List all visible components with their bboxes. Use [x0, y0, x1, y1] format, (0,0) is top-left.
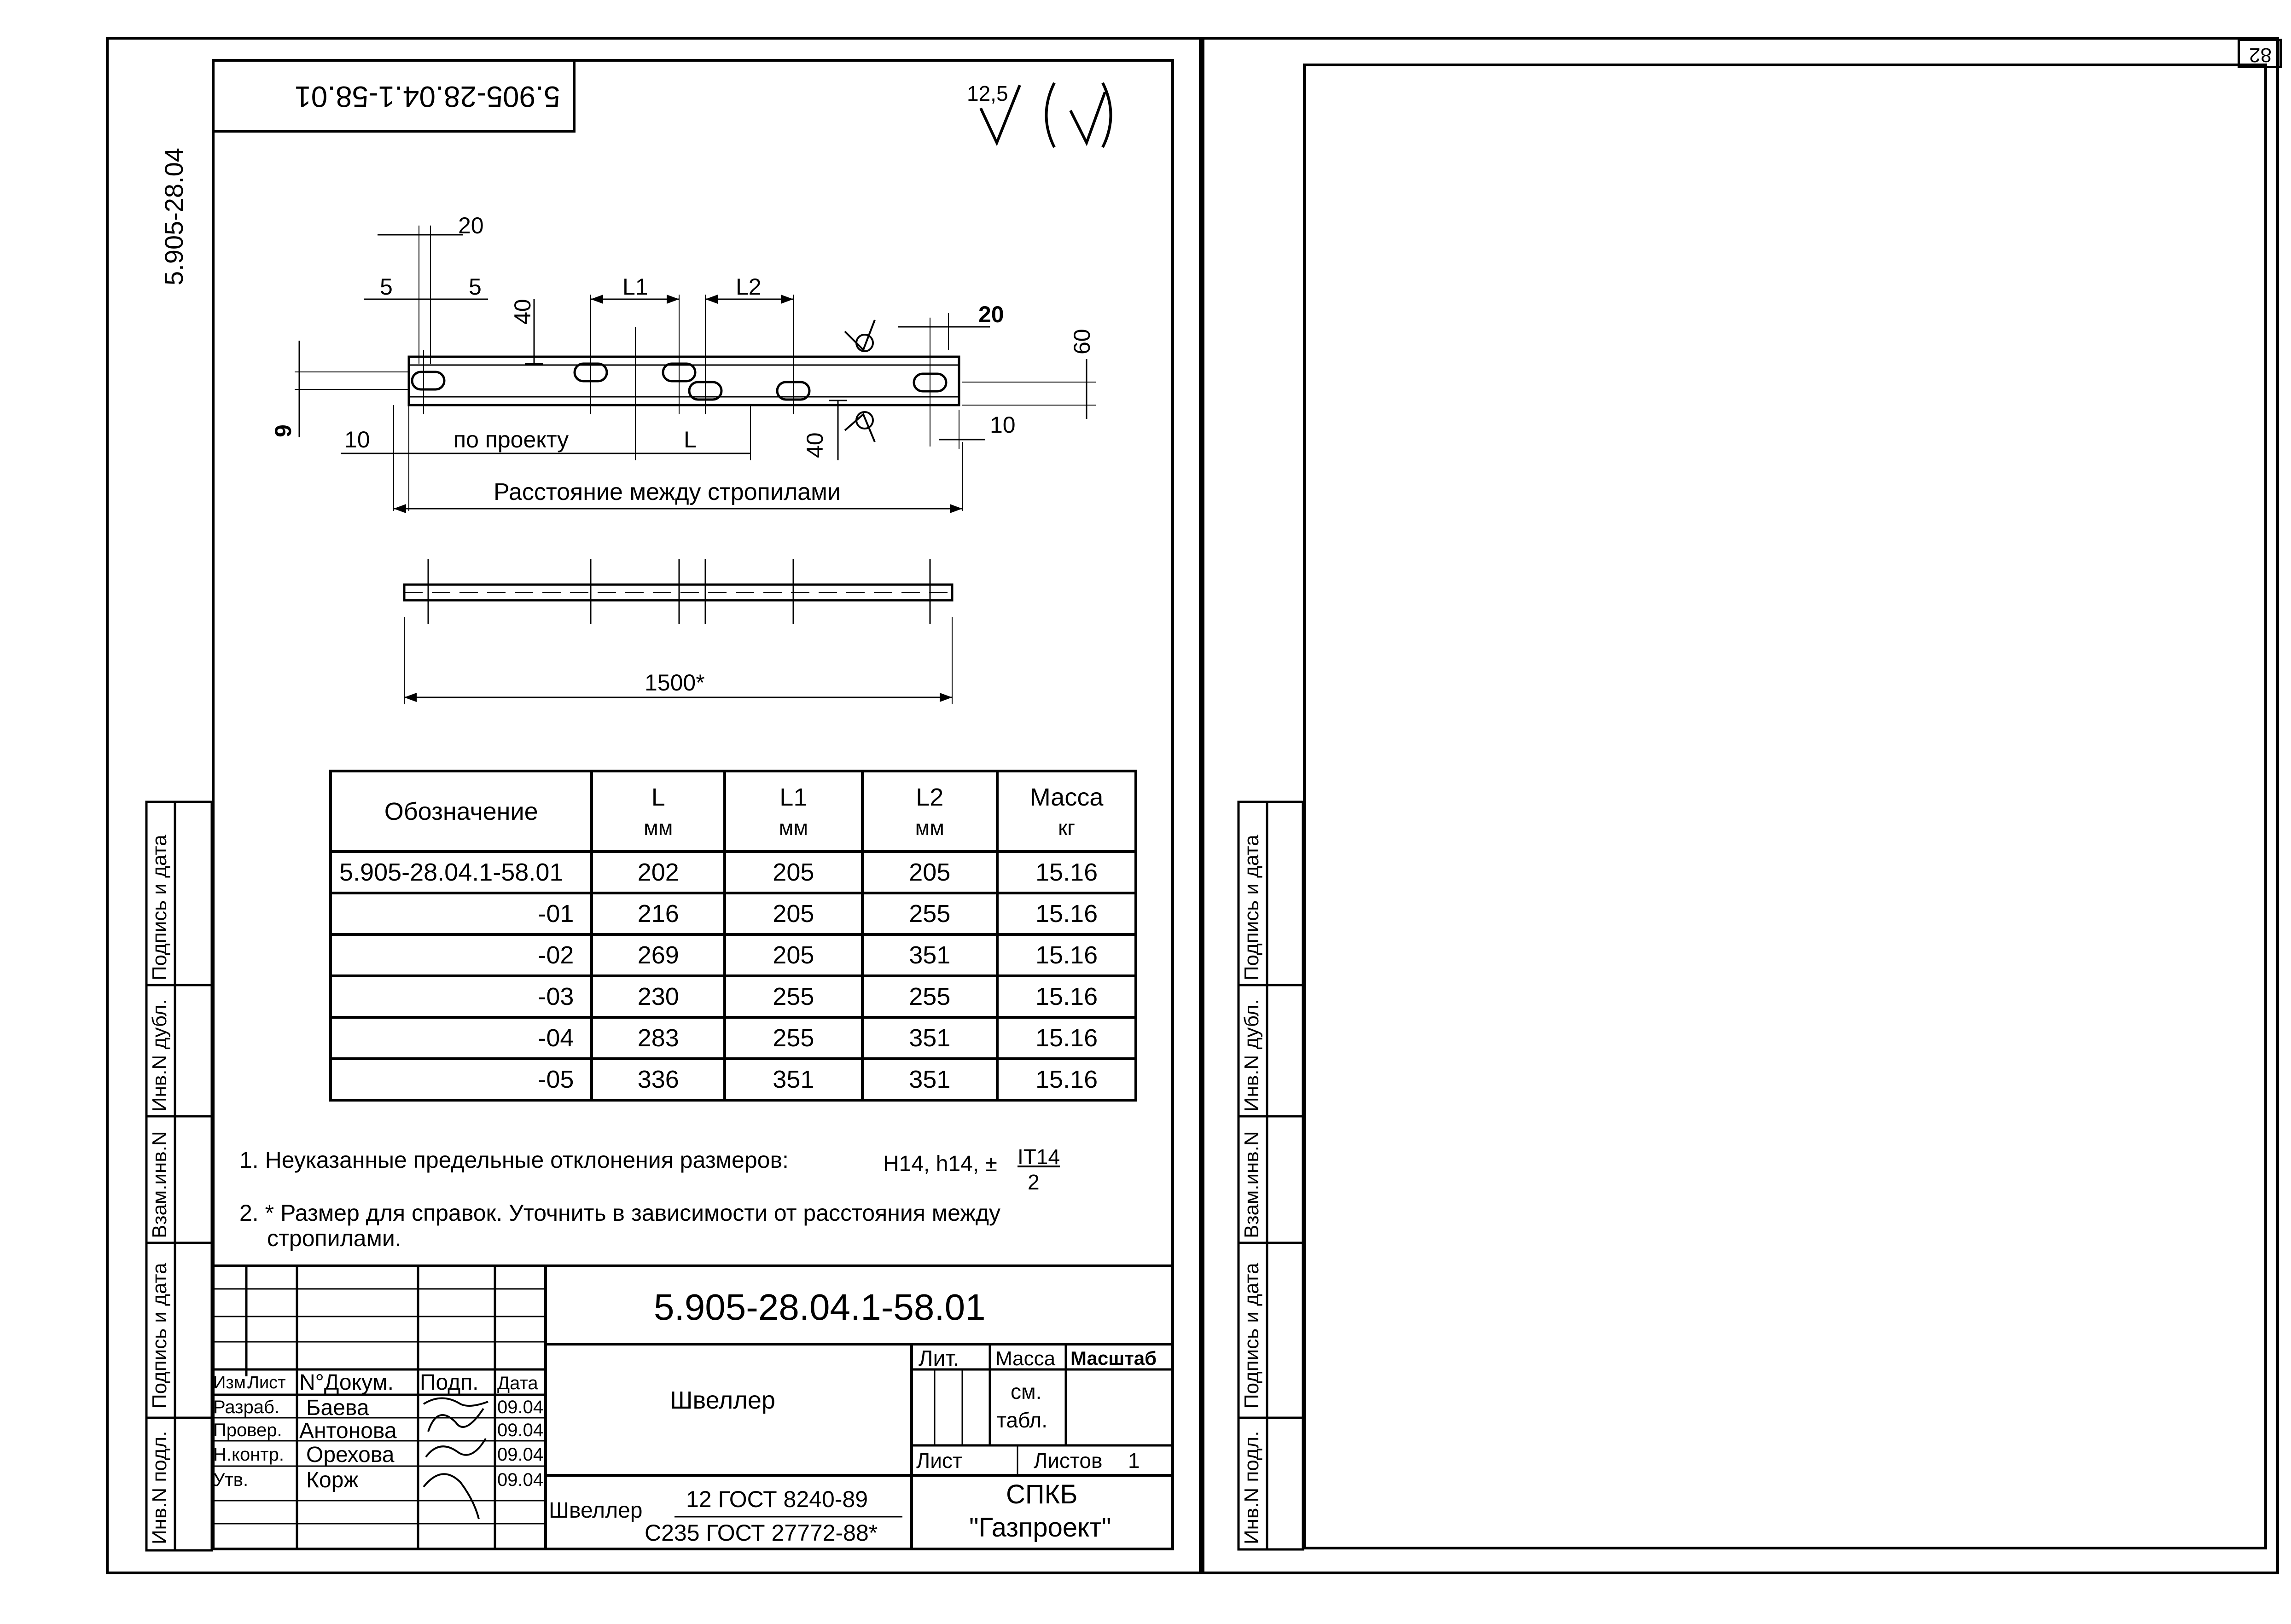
- massa-value-2: табл.: [997, 1408, 1048, 1432]
- massa-label: Масса: [995, 1347, 1056, 1370]
- note-1: 1. Неуказанные предельные отклонения раз…: [239, 1147, 789, 1173]
- title-name: Швеллер: [670, 1386, 775, 1414]
- left-sheet-inner: [212, 59, 1174, 1550]
- material-top: 12 ГОСТ 8240-89: [686, 1486, 868, 1512]
- right-side-label-5: Подпись и дата: [1240, 835, 1263, 980]
- dim-L: L: [684, 427, 697, 452]
- dim-L2: L2: [736, 274, 762, 300]
- dim-20-right: 20: [978, 302, 1004, 327]
- right-side-label-2: Подпись и дата: [1240, 1263, 1263, 1409]
- table-row: -03 230 255 255 15.16: [329, 974, 1137, 1019]
- table-row: -02 269 205 351 15.16: [329, 933, 1137, 977]
- note-1-fraction-numerator: IT14: [1018, 1145, 1060, 1169]
- right-side-label-3: Взам.инв.N: [1240, 1131, 1263, 1238]
- left-sheet-outer: [106, 37, 1202, 1574]
- table-row: 5.905-28.04.1-58.01 202 205 205 15.16: [329, 850, 1137, 894]
- roughness-value: 12,5: [967, 81, 1008, 105]
- note-1-fraction-denominator: 2: [1028, 1170, 1040, 1194]
- person-razrab: Баева: [306, 1396, 369, 1420]
- table-row: -01 216 205 255 15.16: [329, 892, 1137, 936]
- role-prover: Провер.: [213, 1420, 282, 1440]
- note-2-line-1: 2. * Размер для справок. Уточнить в зави…: [239, 1200, 1001, 1226]
- right-sheet-outer: [1202, 37, 2279, 1574]
- hdr-data: Дата: [497, 1373, 538, 1393]
- hdr-izm: Изм.: [213, 1373, 251, 1392]
- length-1500: 1500*: [645, 670, 705, 696]
- dim-5-right: 5: [469, 274, 482, 300]
- dim-po-proektu: по проекту: [454, 427, 569, 452]
- org-line-2: "Газпроект": [969, 1513, 1111, 1543]
- listov-label: Листов: [1034, 1449, 1103, 1473]
- massa-value-1: см.: [1011, 1380, 1042, 1404]
- date-prover: 09.04: [497, 1420, 544, 1440]
- dim-10-right: 10: [990, 412, 1016, 438]
- header-designation: Обозначение: [329, 770, 593, 853]
- hdr-podp: Подп.: [420, 1370, 479, 1395]
- dim-L1: L1: [622, 274, 648, 300]
- dim-20-top: 20: [458, 213, 484, 238]
- hdr-list: Лист: [248, 1373, 286, 1392]
- org-line-1: СПКБ: [1006, 1479, 1078, 1509]
- dim-10-left: 10: [344, 427, 370, 452]
- listov-value: 1: [1128, 1449, 1140, 1473]
- right-side-label-1: Инв.N подл.: [1240, 1431, 1263, 1544]
- table-row: -04 283 255 351 15.16: [329, 1016, 1137, 1060]
- date-razrab: 09.04: [497, 1397, 544, 1417]
- table-row: -05 336 351 351 15.16: [329, 1057, 1137, 1102]
- material-label: Швеллер: [549, 1498, 643, 1523]
- person-utv: Корж: [306, 1468, 359, 1492]
- hdr-ndokum: N°Докум.: [299, 1370, 394, 1395]
- person-prover: Антонова: [299, 1419, 397, 1443]
- sheet-number-box: 82: [2238, 39, 2282, 68]
- note-2-line-2: стропилами.: [267, 1225, 401, 1251]
- title-designation: 5.905-28.04.1-58.01: [654, 1287, 986, 1328]
- role-nkontr: Н.контр.: [213, 1444, 284, 1465]
- role-razrab: Разраб.: [213, 1397, 280, 1417]
- flipped-stamp-box: 5.905-28.04.1-58.01: [212, 59, 576, 133]
- date-nkontr: 09.04: [497, 1444, 544, 1465]
- note-1-tolerance: H14, h14, ±: [883, 1152, 997, 1176]
- dim-5-left: 5: [380, 274, 393, 300]
- date-utv: 09.04: [497, 1470, 544, 1490]
- lit-label: Лит.: [919, 1346, 959, 1371]
- role-utv: Утв.: [213, 1470, 249, 1490]
- rafter-distance-label: Расстояние между стропилами: [494, 479, 841, 505]
- right-sheet-inner: [1303, 64, 2267, 1549]
- person-nkontr: Орехова: [306, 1443, 395, 1467]
- masshtab-label: Масштаб: [1070, 1347, 1157, 1369]
- material-bottom: С235 ГОСТ 27772-88*: [645, 1520, 878, 1546]
- right-side-label-4: Инв.N дубл.: [1240, 999, 1263, 1112]
- list-label: Лист: [916, 1449, 962, 1473]
